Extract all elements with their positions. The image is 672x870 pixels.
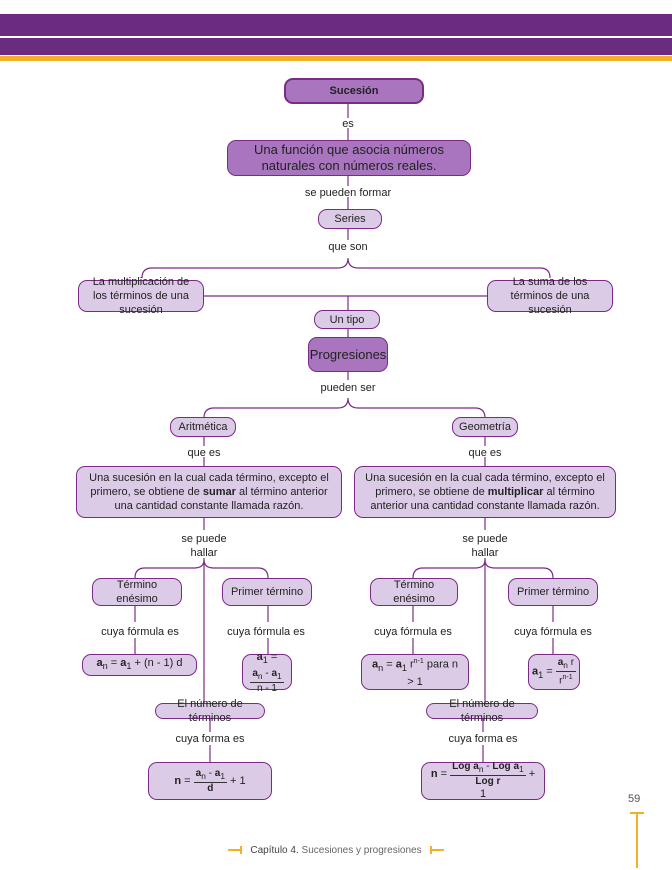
series-sum-node: La suma de los términos de una sucesión	[487, 276, 613, 316]
footer-left-rule	[227, 846, 242, 855]
arithmetic-definition-pre: Una sucesión en la cual cada término, ex…	[89, 472, 329, 498]
series-multiplication-text: La multiplicación de los términos de una…	[92, 276, 190, 316]
arithmetic-node: Aritmética	[170, 417, 236, 437]
label-se-pueden-formar: se pueden formar	[304, 187, 392, 199]
page-number: 59	[628, 793, 641, 805]
un-tipo-label: Un tipo	[329, 313, 365, 326]
progresiones-node: Progresiones	[308, 337, 388, 372]
margin-rule	[636, 812, 638, 868]
arithmetic-se-puede-hallar: se puede hallar	[181, 533, 227, 559]
arithmetic-definition-bold: sumar	[202, 486, 236, 498]
progresiones-label: Progresiones	[309, 346, 387, 362]
arithmetic-nth-term-label: Término enésimo	[116, 579, 158, 605]
header-accent-stripe	[0, 56, 672, 61]
geometric-nth-condition: para n > 1	[407, 658, 459, 688]
arithmetic-nth-formula: an = a1 + (n - 1) d	[82, 654, 197, 676]
series-node: Series	[318, 209, 382, 229]
arithmetic-number-terms-label: El número de términos	[177, 698, 243, 724]
un-tipo-node: Un tipo	[314, 310, 380, 329]
arithmetic-cuya-forma: cuya forma es	[175, 733, 245, 745]
arithmetic-label: Aritmética	[178, 421, 228, 433]
arithmetic-nth-cuya-formula: cuya fórmula es	[101, 626, 179, 638]
geometric-definition-pre: Una sucesión en la cual cada término, ex…	[365, 472, 605, 498]
geometric-label: Geometría	[459, 421, 511, 433]
arithmetic-definition-text: Una sucesión en la cual cada término, ex…	[85, 471, 333, 513]
root-node: Sucesión	[284, 78, 424, 104]
geometric-definition-post: al término anterior una cantidad constan…	[370, 486, 600, 512]
label-pueden-ser: pueden ser	[320, 382, 376, 394]
geometric-nth-formula: an = a1 rn-1 para n > 1	[361, 654, 469, 690]
label-que-son: que son	[328, 241, 368, 253]
geometric-que-es: que es	[468, 447, 502, 459]
footer-title: Sucesiones y progresiones	[301, 845, 422, 856]
page-footer: Capítulo 4. Sucesiones y progresiones	[0, 845, 672, 856]
definition-text: Una función que asocia números naturales…	[253, 142, 445, 173]
geometric-node: Geometría	[452, 417, 518, 437]
root-label: Sucesión	[329, 85, 379, 97]
geometric-first-cuya-formula: cuya fórmula es	[514, 626, 592, 638]
arithmetic-number-terms-node: El número de términos	[155, 698, 265, 724]
geometric-definition-bold: multiplicar	[487, 486, 544, 498]
arithmetic-definition-node: Una sucesión en la cual cada término, ex…	[76, 466, 342, 518]
series-label: Series	[334, 213, 366, 225]
footer-chapter: Capítulo 4.	[250, 845, 299, 856]
geometric-nth-formula-text: an = a1 rn-1 para n > 1	[371, 658, 459, 688]
geometric-first-term-node: Primer término	[508, 578, 598, 606]
geometric-number-terms-node: El número de términos	[426, 698, 538, 724]
label-es: es	[342, 118, 354, 130]
definition-node: Una función que asocia números naturales…	[227, 140, 471, 176]
geometric-nth-term-node: Término enésimo	[370, 578, 458, 606]
arithmetic-nth-formula-text: an = a1 + (n - 1) d	[96, 657, 183, 672]
geometric-nth-cuya-formula: cuya fórmula es	[374, 626, 452, 638]
geometric-se-puede-hallar: se puede hallar	[462, 533, 508, 559]
arithmetic-first-cuya-formula: cuya fórmula es	[227, 626, 305, 638]
arithmetic-first-term-node: Primer término	[222, 578, 312, 606]
series-sum-text: La suma de los términos de una sucesión	[510, 276, 590, 316]
header-band-bottom	[0, 38, 672, 55]
series-multiplication-node: La multiplicación de los términos de una…	[78, 276, 204, 316]
geometric-cuya-forma: cuya forma es	[448, 733, 518, 745]
geometric-nth-term-label: Término enésimo	[393, 579, 435, 605]
arithmetic-definition-post: al término anterior una cantidad constan…	[114, 486, 328, 512]
arithmetic-que-es: que es	[187, 447, 221, 459]
header-band-top	[0, 14, 672, 36]
geometric-first-term-label: Primer término	[516, 586, 590, 598]
geometric-definition-node: Una sucesión en la cual cada término, ex…	[354, 466, 616, 518]
arithmetic-nth-term-node: Término enésimo	[92, 578, 182, 606]
footer-right-rule	[430, 846, 445, 855]
arithmetic-first-term-label: Primer término	[230, 586, 304, 598]
geometric-definition-text: Una sucesión en la cual cada término, ex…	[363, 471, 607, 513]
geometric-number-terms-label: El número de términos	[449, 698, 515, 724]
